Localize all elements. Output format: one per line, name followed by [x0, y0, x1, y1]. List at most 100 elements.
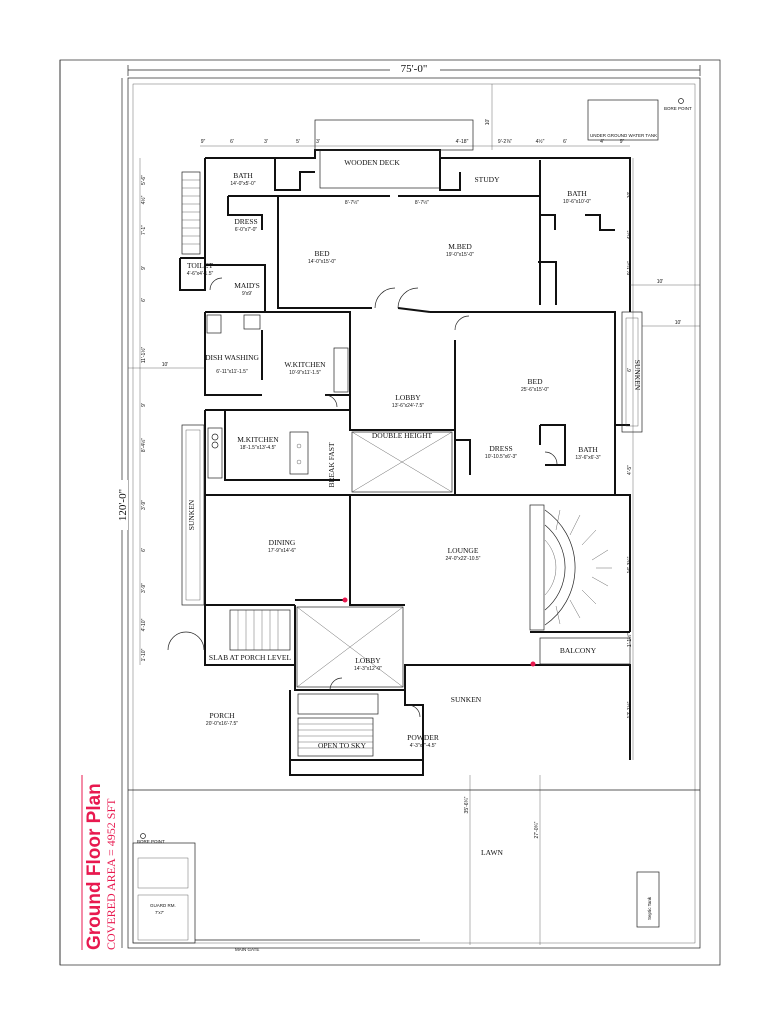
plan-title: Ground Floor Plan [84, 783, 105, 950]
svg-text:9'-1½": 9'-1½" [626, 261, 633, 275]
septic-tank [636, 871, 660, 928]
svg-text:8'-4½": 8'-4½" [140, 438, 147, 452]
room-lounge-size: 24'-0"x22'-10.5" [446, 556, 481, 562]
guard-room [132, 833, 196, 944]
plot-boundary [127, 77, 701, 949]
room-lounge-name: LOUNGE [448, 546, 479, 555]
svg-text:9": 9" [620, 139, 625, 145]
guard-rm-label: GUARD RM. [150, 903, 176, 908]
right-setback-label-a: 10' [657, 279, 664, 285]
marker-dining [342, 597, 348, 603]
sunken-right-inner [625, 317, 639, 427]
double-height-void [351, 431, 453, 493]
bore-point-top-marker [678, 98, 684, 104]
spiral-staircase [529, 504, 612, 631]
house-walls [179, 119, 631, 776]
svg-text:3': 3' [264, 139, 268, 145]
svg-text:3'-9": 3'-9" [141, 500, 147, 510]
svg-text:4½": 4½" [626, 230, 633, 239]
right-dim-values: 10' 4½" 9'-1½" 6' 4'-5" 16'-3¾" 1'-1½" 1… [626, 192, 633, 719]
svg-text:9": 9" [201, 139, 206, 145]
room-toilet-name: TOILET [187, 261, 214, 270]
room-bath-right-size: 13'-6"x6'-3" [575, 455, 600, 461]
sunken-right-strip [621, 311, 643, 433]
sunken-right-label: SUNKEN [633, 360, 642, 391]
svg-text:4'-10": 4'-10" [141, 618, 147, 631]
balcony-label: BALCONY [560, 646, 597, 655]
sunken-left-label: SUNKEN [187, 499, 196, 530]
room-porch-size: 20'-0"x16'-7.5" [206, 721, 238, 727]
svg-text:11'-1½": 11'-1½" [140, 347, 147, 364]
width-dim-mask [390, 62, 440, 74]
room-mbed-name: M.BED [448, 242, 472, 251]
room-powder-name: POWDER [407, 733, 439, 742]
svg-text:9': 9' [141, 403, 147, 407]
room-maids-size: 9'x9' [242, 291, 252, 297]
svg-text:1'-10": 1'-10" [141, 648, 147, 661]
balcony-area [539, 637, 631, 665]
room-bath-right-name: BATH [578, 445, 598, 454]
svg-text:3': 3' [316, 139, 320, 145]
front-stairs [167, 609, 379, 757]
svg-text:9'-2⅞": 9'-2⅞" [498, 139, 512, 145]
svg-text:10': 10' [627, 192, 633, 199]
depth-dim-mask [114, 480, 128, 530]
sunken-left-strip [181, 424, 205, 606]
room-bath-tr-size: 10'-6"x10'-0" [563, 199, 591, 205]
front-lobby-void [296, 606, 404, 688]
septic-tank-label: Septic Tank [647, 896, 652, 920]
room-bed-right-name: BED [528, 377, 544, 386]
svg-text:5': 5' [296, 139, 300, 145]
covered-area: COVERED AREA = 4952 SFT [104, 798, 118, 950]
svg-text:5'-6": 5'-6" [141, 175, 147, 185]
svg-text:6': 6' [563, 139, 567, 145]
room-dress-tl-name: DRESS [234, 217, 257, 226]
room-toilet-size: 4'-6"x4'-1.5" [187, 271, 214, 277]
svg-text:9': 9' [141, 266, 147, 270]
room-porch-name: PORCH [209, 711, 235, 720]
bore-point-bottom-label: BORE POINT [137, 839, 165, 844]
room-labels: WOODEN DECK STUDY BATH 14'-0"x5'-0" DRES… [187, 158, 601, 749]
overall-width-label: 75'-0" [401, 63, 428, 75]
top-dim-values: 9" 6' 3' 5' 3' 4'-18" 9'-2⅞" 4½" 6' 4' 9… [201, 138, 625, 145]
svg-text:4'-18": 4'-18" [456, 139, 469, 145]
room-bath-tr-name: BATH [567, 189, 587, 198]
underground-water-tank [587, 99, 659, 141]
bore-point-top-label: BORE POINT [664, 106, 692, 111]
room-dress-right-name: DRESS [489, 444, 512, 453]
lawn-label: LAWN [481, 848, 503, 857]
left-setback-label: 10' [162, 362, 169, 368]
room-bath-tl-name: BATH [233, 171, 253, 180]
wooden-deck-area [319, 149, 441, 189]
room-powder-size: 4'-3"x7'-4.5" [410, 743, 437, 749]
svg-text:4½": 4½" [536, 138, 545, 145]
room-mbed-size: 19'-0"x15'-0" [446, 252, 474, 258]
room-wkitchen-name: W.KITCHEN [284, 360, 326, 369]
room-wkitchen-size: 10'-9"x11'-1.5" [289, 370, 321, 376]
door-swings [209, 277, 558, 718]
marker-balcony [530, 661, 536, 667]
lawn-depth-label-a: 35'-6¾" [464, 796, 470, 813]
svg-text:12'-1½": 12'-1½" [626, 701, 633, 718]
kitchen-fixtures [206, 314, 349, 479]
break-fast-label: BREAK FAST [327, 442, 336, 487]
room-bed-tl-size: 14'-0"x15'-0" [308, 259, 336, 265]
room-dining-size: 17'-9"x14'-6" [268, 548, 296, 554]
svg-text:1'-1½": 1'-1½" [626, 633, 633, 647]
title-block: Ground Floor Plan COVERED AREA = 4952 SF… [84, 783, 118, 950]
room-maids-name: MAID'S [234, 281, 260, 290]
svg-text:4'-5": 4'-5" [627, 465, 633, 475]
left-staircase [181, 171, 201, 255]
room-study-name: STUDY [474, 175, 500, 184]
deck-ledge [314, 119, 474, 151]
water-tank-label: UNDER GROUND WATER TANK [590, 133, 657, 138]
room-bed-right-size: 25'-6"x15'-0" [521, 387, 549, 393]
sunken-front-label: SUNKEN [451, 695, 482, 704]
double-height-label: DOUBLE HEIGHT [372, 431, 433, 440]
open-to-sky-label: OPEN TO SKY [318, 741, 367, 750]
svg-text:16'-3¾": 16'-3¾" [627, 556, 633, 573]
svg-text:6': 6' [627, 368, 633, 372]
room-mkitchen-name: M.KITCHEN [237, 435, 279, 444]
sunken-left-inner [185, 429, 201, 601]
